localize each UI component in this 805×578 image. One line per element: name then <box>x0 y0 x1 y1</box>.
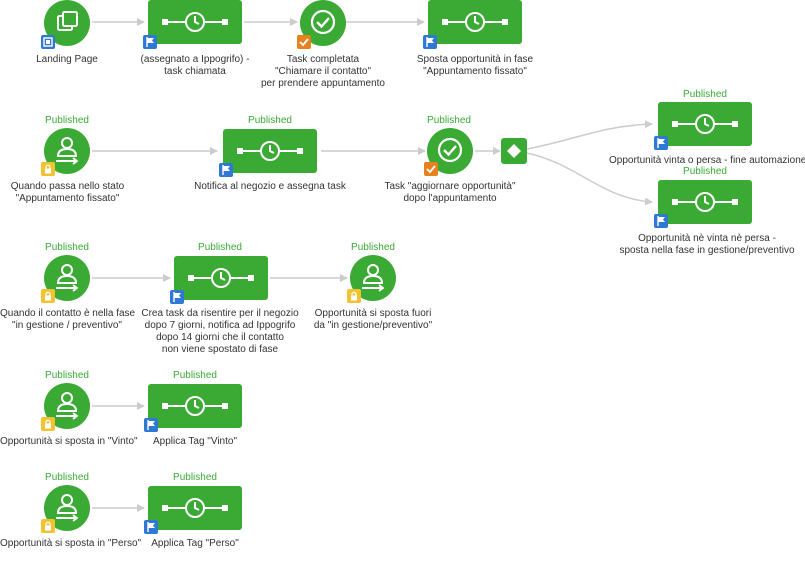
published-label: Published <box>173 370 217 381</box>
published-label: Published <box>45 115 89 126</box>
timer-icon <box>188 268 254 288</box>
published-label: Published <box>45 242 89 253</box>
flag-icon <box>144 418 158 432</box>
check-circle-icon <box>437 137 463 163</box>
tag-vinto-label: Applica Tag "Vinto" <box>152 436 237 447</box>
trigger-perso-label: Opportunità si sposta in "Perso" <box>0 538 142 549</box>
check-badge-icon <box>297 35 311 49</box>
contact-trigger-icon <box>362 264 385 292</box>
timer-icon <box>672 114 738 134</box>
vinta-persa-label: Opportunità vinta o persa - fine automaz… <box>609 155 805 166</box>
timer-icon <box>162 12 228 32</box>
action-node-tag-vinto[interactable] <box>148 384 242 428</box>
flag-icon <box>654 214 668 228</box>
contact-trigger-icon <box>56 264 79 292</box>
sposta-opportunita-label: Sposta opportunità in fase"Appuntamento … <box>416 54 534 77</box>
lock-icon <box>41 289 55 303</box>
landing-page-label: Landing Page <box>36 54 98 65</box>
condition-node[interactable] <box>501 138 527 164</box>
lock-icon <box>41 162 55 176</box>
flag-icon <box>144 520 158 534</box>
published-label: Published <box>45 472 89 483</box>
connector <box>526 120 653 150</box>
trigger-appuntamento-label: Quando passa nello stato"Appuntamento fi… <box>10 181 125 204</box>
flag-icon <box>170 290 184 304</box>
published-label: Published <box>427 115 471 126</box>
task-chiamata-label: (assegnato a Ippogrifo) -task chiamata <box>140 54 250 77</box>
ne-vinta-ne-persa-label: Opportunità nè vinta nè persa -sposta ne… <box>619 233 795 256</box>
diamond-icon <box>507 144 521 158</box>
check-circle-icon <box>310 9 336 35</box>
published-label: Published <box>45 370 89 381</box>
timer-icon <box>237 141 303 161</box>
action-node-crea-task[interactable] <box>174 256 268 300</box>
timer-icon <box>162 498 228 518</box>
page-badge-icon <box>41 35 55 49</box>
action-node-tag-perso[interactable] <box>148 486 242 530</box>
published-label: Published <box>683 89 727 100</box>
published-label: Published <box>351 242 395 253</box>
lock-icon <box>41 519 55 533</box>
action-node-task-chiamata[interactable] <box>148 0 242 44</box>
timer-icon <box>442 12 508 32</box>
trigger-node-vinto[interactable] <box>44 383 90 429</box>
action-node-notifica[interactable] <box>223 129 317 173</box>
action-node-sposta-opportunita[interactable] <box>428 0 522 44</box>
task-aggiornare-label: Task "aggiornare opportunità"dopo l'appu… <box>384 181 516 204</box>
timer-icon <box>672 192 738 212</box>
trigger-in-gestione-label: Quando il contatto è nella fase"in gesti… <box>0 308 136 331</box>
published-label: Published <box>248 115 292 126</box>
contact-trigger-icon <box>56 392 79 420</box>
pages-icon <box>57 11 78 31</box>
flag-icon <box>143 35 157 49</box>
connector <box>526 152 653 206</box>
trigger-vinto-label: Opportunità si sposta in "Vinto" <box>0 436 138 447</box>
published-label: Published <box>683 166 727 177</box>
lock-icon <box>41 417 55 431</box>
action-node-vinta-persa[interactable] <box>658 102 752 146</box>
tag-perso-label: Applica Tag "Perso" <box>151 538 239 549</box>
contact-trigger-icon <box>56 494 79 522</box>
action-node-ne-vinta-ne-persa[interactable] <box>658 180 752 224</box>
published-label: Published <box>173 472 217 483</box>
published-label: Published <box>198 242 242 253</box>
notifica-label: Notifica al negozio e assegna task <box>194 181 346 192</box>
task-completata-label: Task completata"Chiamare il contatto"per… <box>261 54 385 89</box>
lock-icon <box>347 289 361 303</box>
check-badge-icon <box>424 162 438 176</box>
contact-trigger-icon <box>56 137 79 165</box>
flag-icon <box>219 163 233 177</box>
flag-icon <box>423 35 437 49</box>
timer-icon <box>162 396 228 416</box>
flag-icon <box>654 136 668 150</box>
